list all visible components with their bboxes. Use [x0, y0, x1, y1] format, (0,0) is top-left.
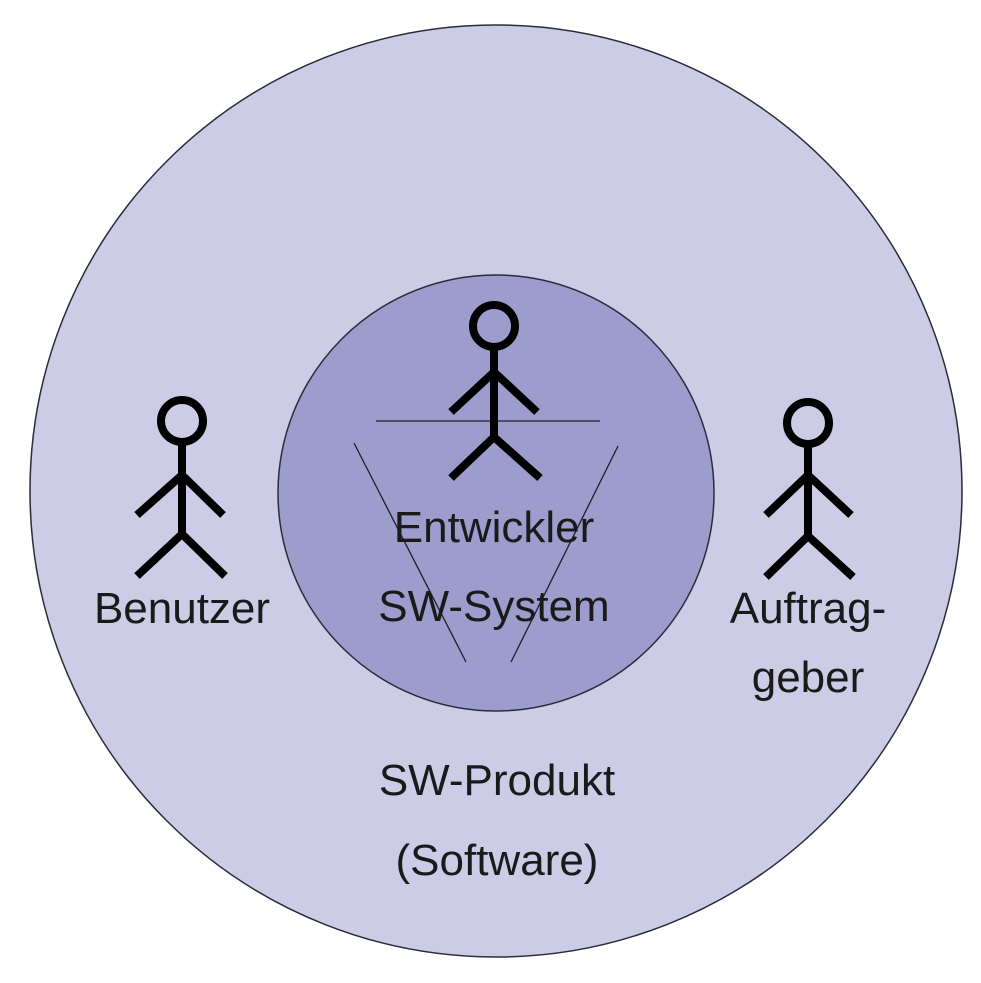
inner-left-diagonal-line: [353, 442, 467, 663]
right-actor-label-auftrag: Auftrag-: [730, 584, 887, 633]
outer-label-sw-produkt: SW-Produkt: [379, 756, 615, 805]
client-stick-figure-icon: [763, 398, 856, 580]
inner-label-sw-system: SW-System: [378, 582, 609, 631]
right-actor-label-geber: geber: [752, 653, 865, 702]
left-actor-label-benutzer: Benutzer: [94, 584, 270, 633]
inner-label-entwickler: Entwickler: [394, 503, 595, 552]
user-stick-figure-icon: [134, 396, 228, 579]
outer-label-software: (Software): [396, 836, 599, 885]
inner-right-diagonal-line: [510, 445, 619, 663]
developer-stick-figure-icon: [448, 301, 543, 481]
inner-circle-sw-system: [277, 274, 715, 712]
